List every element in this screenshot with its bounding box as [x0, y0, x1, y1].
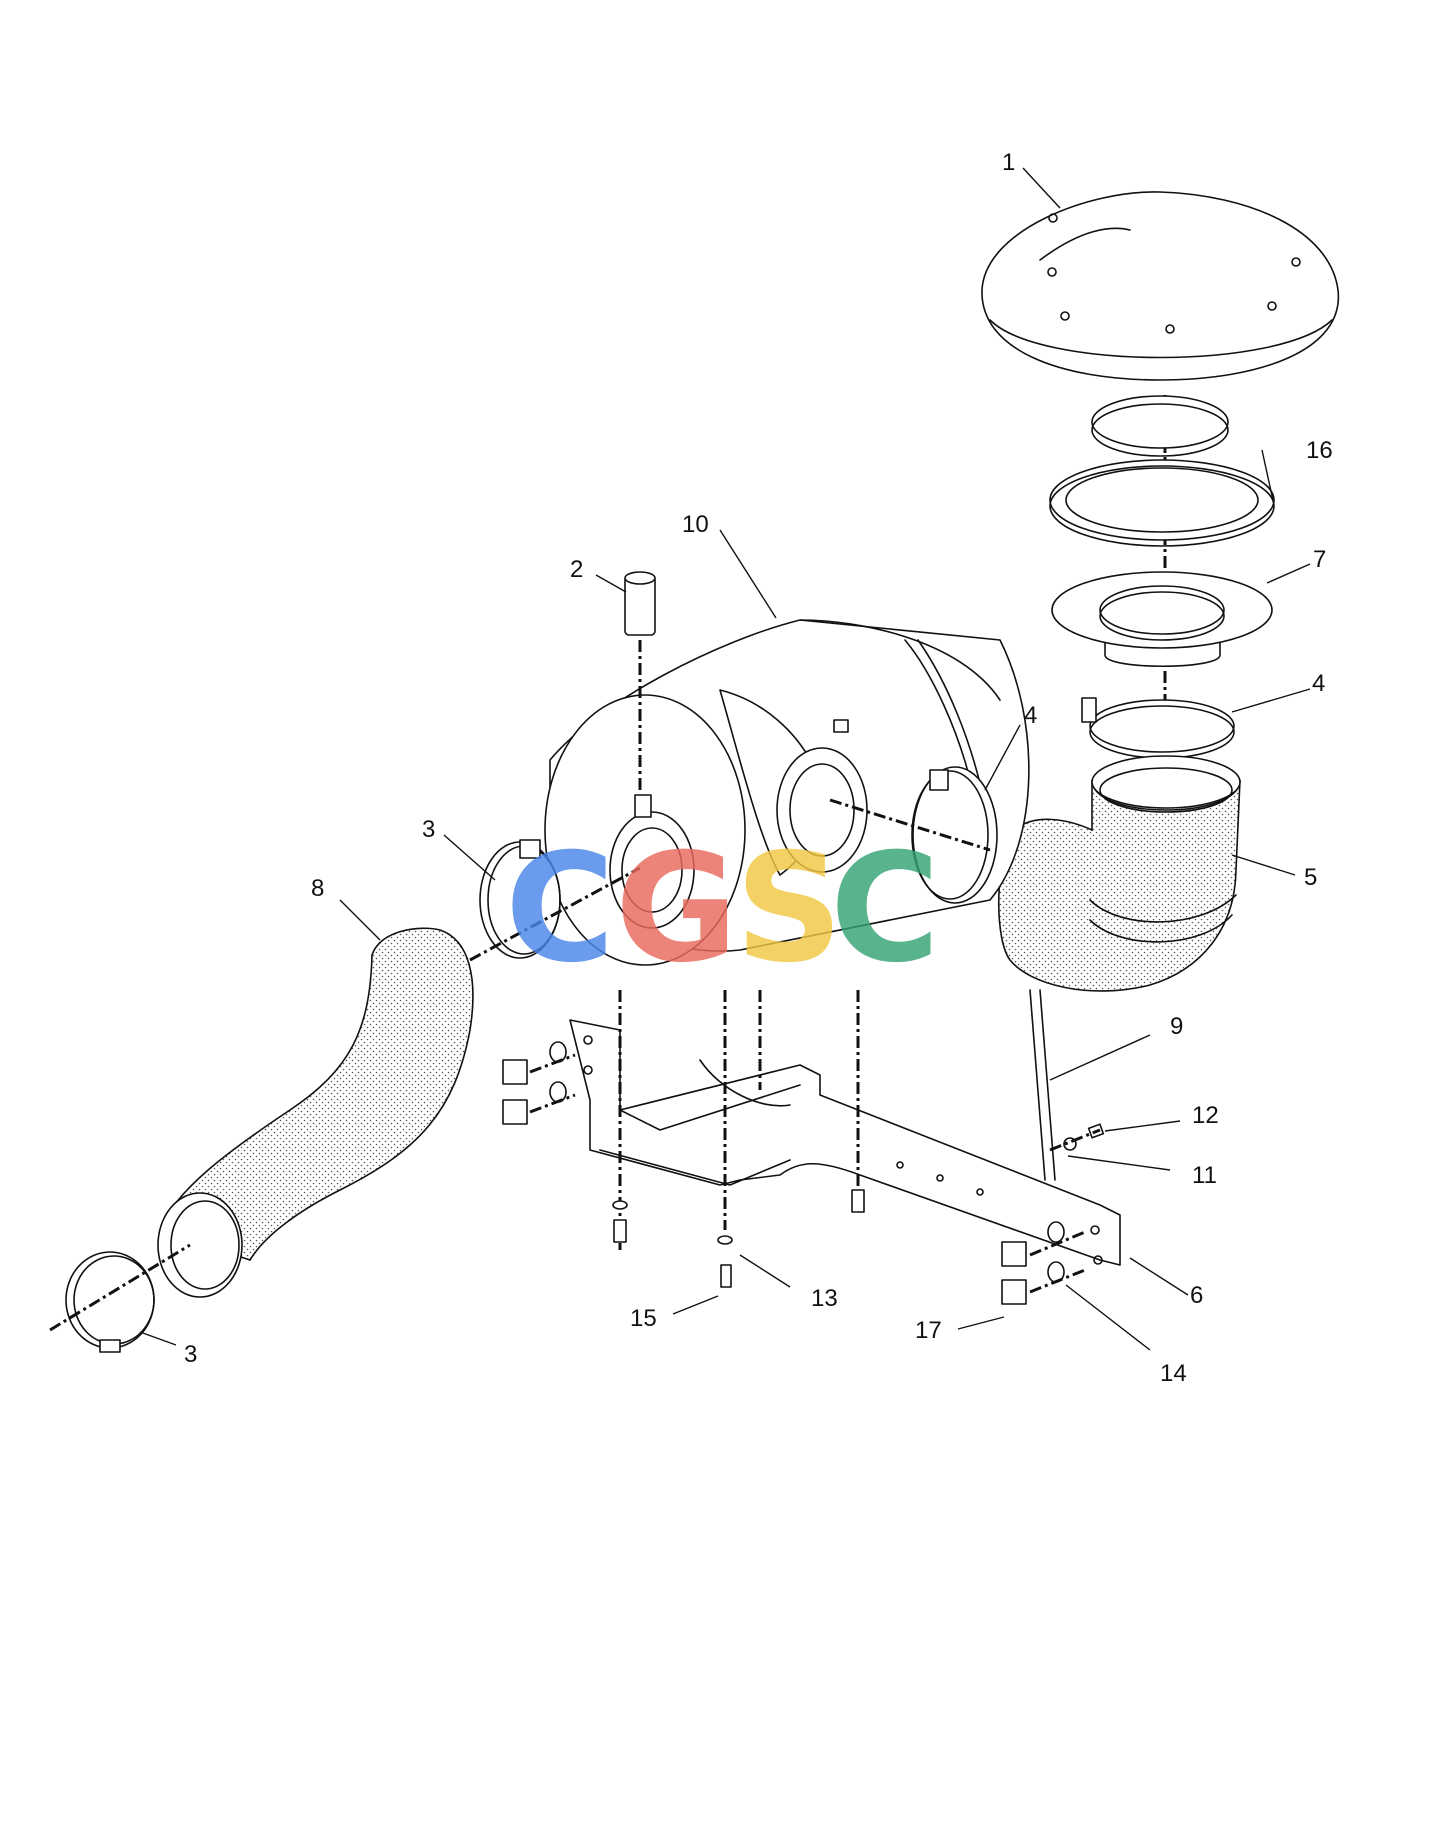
- callout-17: 17: [915, 1317, 942, 1344]
- fasteners: [502, 990, 1105, 1305]
- callout-15: 15: [630, 1305, 657, 1332]
- adapter-part: [1051, 571, 1273, 667]
- callout-12: 12: [1192, 1102, 1219, 1129]
- callout-11: 11: [1192, 1162, 1217, 1189]
- strap-part: [1029, 989, 1056, 1181]
- callout-labels: 1 2 3 3 4 4 5 6 7 8 9 10 11 12 13 14 15 …: [184, 149, 1333, 1387]
- callout-7: 7: [1313, 546, 1326, 573]
- watermark-letter-1: C: [505, 822, 615, 996]
- callout-16: 16: [1306, 437, 1333, 464]
- callout-3-left: 3: [422, 816, 435, 843]
- bottom-clamp-part: [49, 1243, 191, 1353]
- callout-13: 13: [811, 1285, 838, 1312]
- callout-4-right-clamp: 4: [1024, 702, 1037, 729]
- elbow-clamp-part: [1081, 697, 1235, 759]
- callout-5: 5: [1304, 864, 1317, 891]
- left-clamp-part: [469, 839, 641, 962]
- callout-6: 6: [1190, 1282, 1203, 1309]
- cap-part: [981, 191, 1340, 381]
- callout-1: 1: [1002, 149, 1015, 176]
- elbow-part: [997, 755, 1241, 992]
- upper-ring-part: [1091, 395, 1229, 457]
- air-cleaner-part: [544, 619, 1030, 966]
- watermark-letter-3: S: [735, 822, 843, 996]
- seal-ring-part: [1049, 459, 1275, 547]
- indicator-part: [624, 571, 656, 790]
- callout-10: 10: [682, 511, 709, 538]
- watermark-letter-2: G: [615, 822, 738, 996]
- callout-4-elbow-clamp: 4: [1312, 670, 1325, 697]
- callout-2: 2: [570, 556, 583, 583]
- watermark-logo: C G S C: [505, 822, 940, 996]
- hose-part: [157, 927, 474, 1298]
- watermark-letter-4: C: [830, 822, 940, 996]
- callout-8: 8: [311, 875, 324, 902]
- callout-3-bottom: 3: [184, 1341, 197, 1368]
- bracket-part: [569, 1019, 1121, 1266]
- callout-14: 14: [1160, 1360, 1187, 1387]
- leader-lines: [139, 167, 1311, 1351]
- callout-9: 9: [1170, 1013, 1183, 1040]
- right-clamp-part: [829, 766, 998, 904]
